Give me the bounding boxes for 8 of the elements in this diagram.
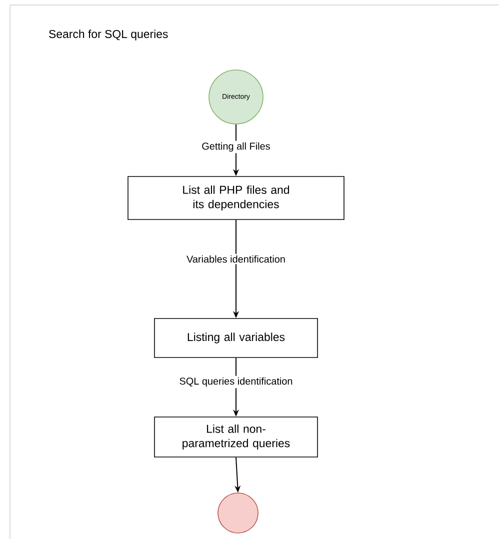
process-box: List all non-parametrized queries	[154, 416, 318, 458]
edge-label: Getting all Files	[200, 140, 272, 154]
process-box: List all PHP files and its dependencies	[128, 176, 344, 220]
edge-label: Variables identification	[185, 254, 287, 264]
circle-node	[218, 492, 258, 534]
process-box: Listing all variables	[154, 318, 318, 358]
title: Search for SQL queries	[49, 30, 168, 40]
edge-label: SQL queries identification	[178, 376, 294, 388]
